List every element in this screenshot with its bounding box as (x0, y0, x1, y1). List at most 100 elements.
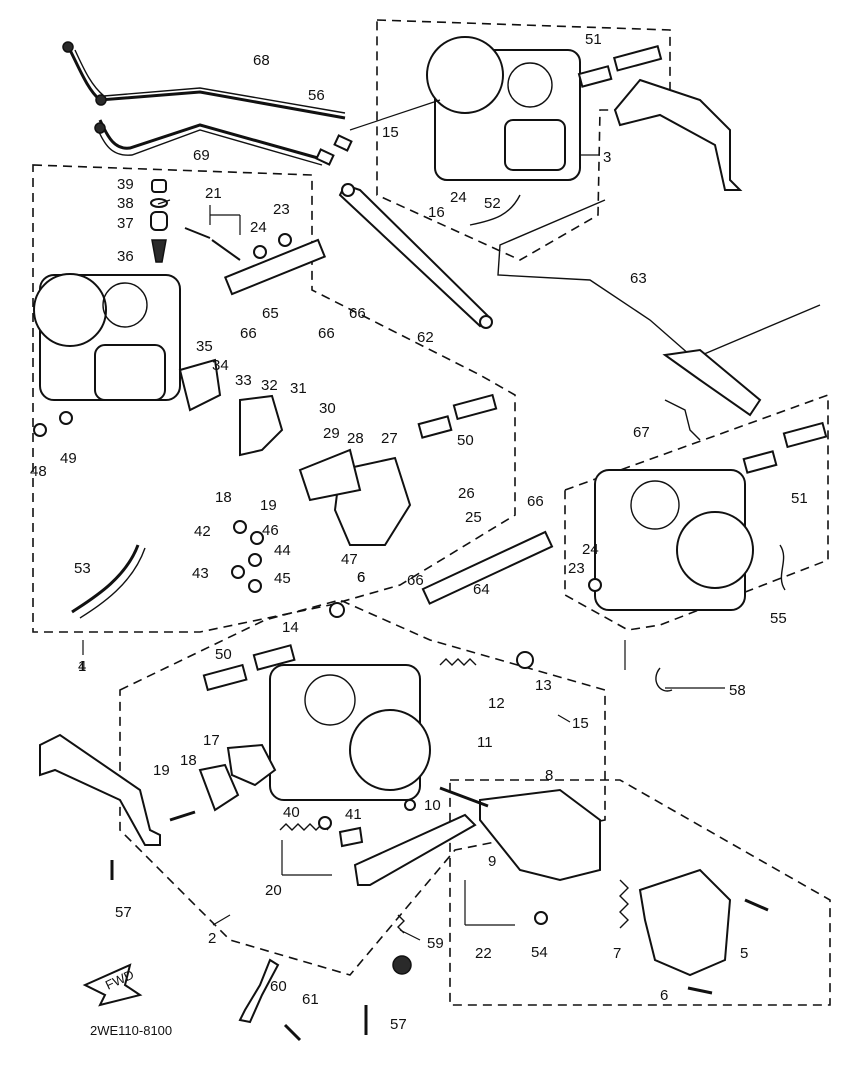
callout-label: 39 (117, 176, 134, 193)
leader-line (399, 929, 421, 941)
lever-34 (178, 358, 222, 412)
carb-diaphragm-cover (676, 511, 754, 589)
carburetor-assembly-2 (39, 602, 769, 1042)
callout-label: 19 (153, 762, 170, 779)
rod-end (341, 183, 355, 197)
callout-labels: 1 2 3 4 5 6 6 6 7 8 9 10 11 12 13 14 15 … (30, 31, 808, 1033)
cover-8 (479, 788, 601, 882)
callout-label: 48 (30, 463, 47, 480)
callout-label: 7 (613, 945, 621, 962)
hose-50 (417, 415, 453, 439)
callout-label: 6 (357, 569, 365, 586)
callout-label: 6 (357, 569, 365, 586)
callout-label: 4 (78, 658, 86, 675)
callout-label: 6 (660, 987, 668, 1004)
callout-label: 18 (180, 752, 197, 769)
callout-label: 63 (630, 270, 647, 287)
hose-50 (452, 393, 498, 421)
callout-label: 32 (261, 377, 278, 394)
throttle-cable-63-sleeve (689, 304, 821, 361)
callout-label: 45 (274, 570, 291, 587)
hose-fitting (95, 94, 107, 106)
callout-label: 43 (192, 565, 209, 582)
callout-label: 22 (475, 945, 492, 962)
callout-label: 41 (345, 806, 362, 823)
outline-assembly-4 (32, 164, 516, 633)
drain-tube-52 (469, 194, 521, 226)
screw-21 (184, 227, 241, 261)
bracket-left (39, 733, 161, 846)
callout-label: 50 (215, 646, 232, 663)
hose-53 (71, 544, 140, 614)
outline-assembly-8 (449, 779, 831, 1006)
callout-label: 8 (545, 767, 553, 784)
screw-5 (744, 898, 769, 912)
screw-23 (588, 578, 602, 592)
cover-7 (638, 868, 732, 977)
callout-label: 36 (117, 248, 134, 265)
shaft-64 (421, 530, 554, 605)
callout-label: 12 (488, 695, 505, 712)
clip-55 (779, 544, 786, 591)
callout-label: 47 (341, 551, 358, 568)
hose-51 (742, 450, 778, 474)
screw-19 (169, 810, 196, 822)
washer-54 (534, 911, 548, 925)
cap-13 (516, 651, 534, 669)
screw-43 (231, 565, 245, 579)
callout-label: 24 (582, 541, 599, 558)
plate-17 (226, 743, 277, 787)
leader-line (557, 714, 571, 723)
screw-23 (278, 233, 292, 247)
screw-6 (687, 986, 713, 995)
hose-end (333, 134, 353, 152)
callout-label: 23 (273, 201, 290, 218)
callout-label: 53 (74, 560, 91, 577)
callout-label: 65 (262, 305, 279, 322)
outline-assembly-3 (376, 19, 671, 261)
callout-label: 26 (458, 485, 475, 502)
linkage (223, 183, 821, 605)
callout-label: 31 (290, 380, 307, 397)
callout-label: 57 (115, 904, 132, 921)
callout-label: 3 (603, 149, 611, 166)
callout-label: 59 (427, 935, 444, 952)
callout-label: 58 (729, 682, 746, 699)
lever-60 (238, 958, 280, 1024)
hose-fitting (94, 122, 106, 134)
part-code: 2WE110-8100 (90, 1023, 172, 1038)
callout-label: 67 (633, 424, 650, 441)
callout-label: 2 (208, 930, 216, 947)
callout-label: 40 (283, 804, 300, 821)
washer-10 (404, 799, 416, 811)
fwd-arrow: FWD (82, 963, 143, 1007)
fwd-arrow-shape (82, 963, 143, 1007)
callout-label: 64 (473, 581, 490, 598)
fuel-hose-68-inner (74, 49, 346, 114)
callout-label: 16 (428, 204, 445, 221)
callout-label: 60 (270, 978, 287, 995)
callout-label: 38 (117, 195, 134, 212)
spring-13-assembly (439, 658, 477, 666)
callout-label: 66 (527, 493, 544, 510)
callout-label: 61 (302, 991, 319, 1008)
hose-end (315, 148, 335, 166)
part-14 (329, 602, 345, 618)
callout-label: 28 (347, 430, 364, 447)
carburetor-assembly-1 (588, 399, 828, 692)
jet-36 (151, 239, 167, 263)
plug-39 (151, 179, 167, 193)
o-ring-38 (150, 198, 168, 208)
callout-label: 15 (572, 715, 589, 732)
bracket-right (613, 78, 743, 191)
callout-label: 20 (265, 882, 282, 899)
leader-line (212, 914, 231, 926)
hose-51 (782, 421, 828, 449)
washer-24 (253, 245, 267, 259)
callout-label: 37 (117, 215, 134, 232)
cable-bracket (662, 348, 762, 417)
callout-label: 13 (535, 677, 552, 694)
callout-label: 44 (274, 542, 291, 559)
washer-40 (318, 816, 332, 830)
